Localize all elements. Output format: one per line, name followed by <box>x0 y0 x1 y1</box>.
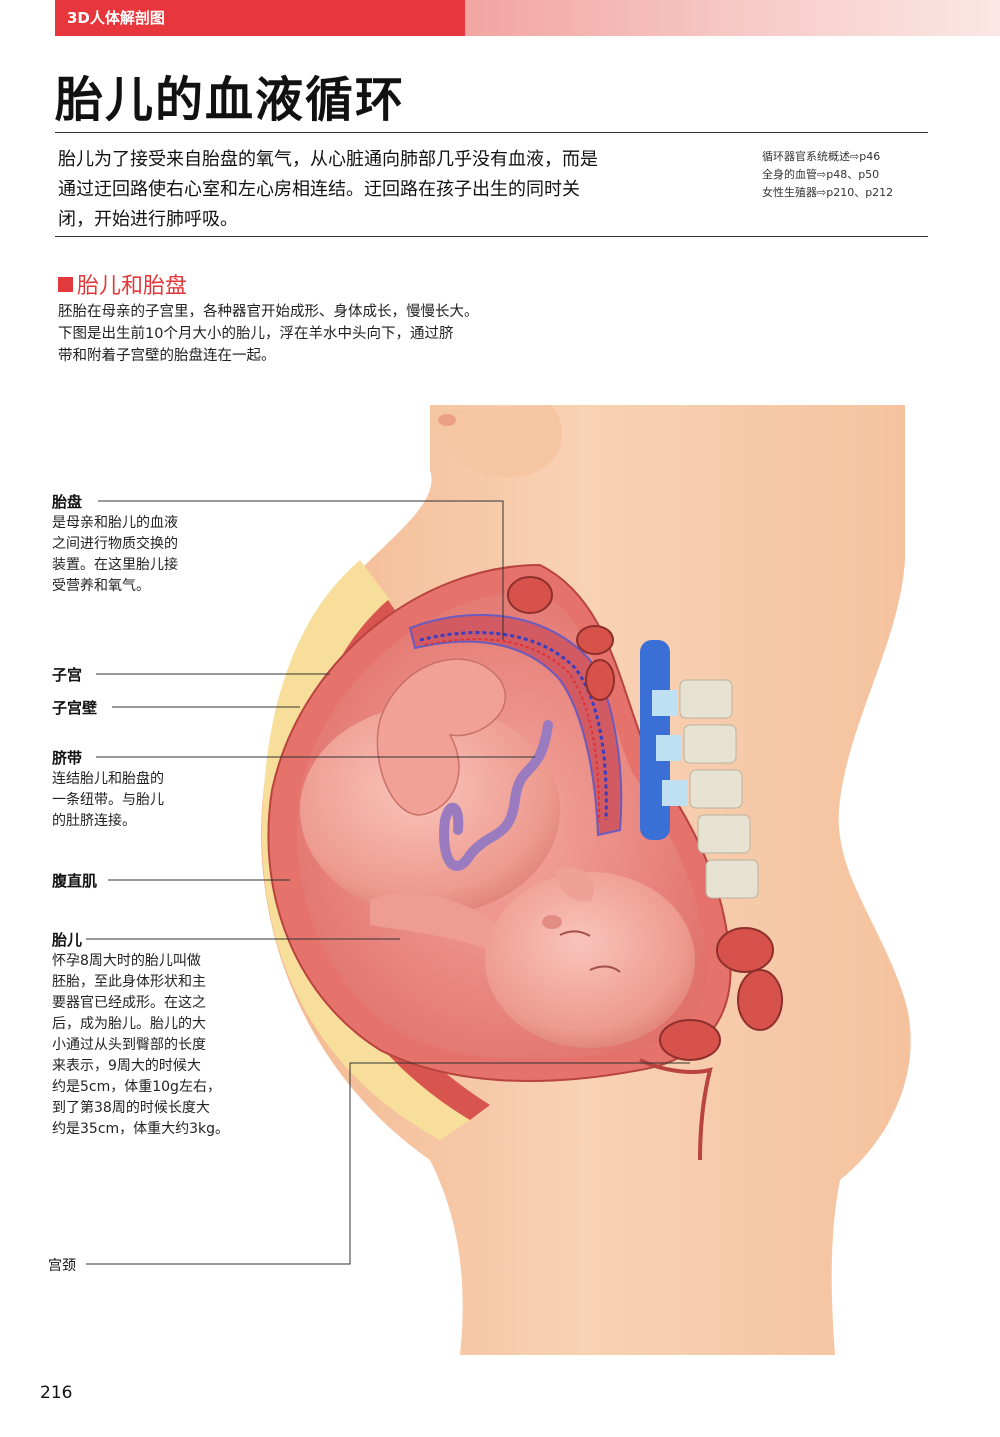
label-rectus-muscle: 腹直肌 <box>52 870 100 891</box>
fetus-eye <box>559 930 591 937</box>
page-title: 胎儿的血液循环 <box>55 72 406 128</box>
desc-line: 约是35cm，体重大约3kg。 <box>52 1121 230 1137</box>
desc-placenta: 是母亲和胎儿的血液 之间进行物质交换的 装置。在这里胎儿接 受营养和氧气。 <box>52 513 178 597</box>
bottom-rule <box>55 236 928 237</box>
section-body: 胚胎在母亲的子宫里，各种器官开始成形、身体成长，慢慢长大。 下图是出生前10个月… <box>58 301 528 367</box>
cross-references: 循环器官系统概述⇨p46 全身的血管⇨p48、p50 女性生殖器⇨p210、p2… <box>762 148 893 202</box>
desc-umbilical-cord: 连结胎儿和胎盘的 一条纽带。与胎儿 的肚脐连接。 <box>52 769 164 832</box>
header-band-fade <box>465 0 1000 36</box>
desc-line: 装置。在这里胎儿接 <box>52 557 178 573</box>
intestines <box>507 576 783 1061</box>
fetus-nose <box>542 915 562 929</box>
desc-fetus: 怀孕8周大时的胎儿叫做 胚胎，至此身体形状和主 要器官已经成形。在这之 后，成为… <box>52 951 229 1140</box>
nipple <box>438 414 456 426</box>
section-line: 下图是出生前10个月大小的胎儿，浮在羊水中头向下，通过脐 <box>58 326 454 342</box>
label-placenta: 胎盘 <box>52 491 85 512</box>
spine <box>640 640 759 899</box>
fetus-legs <box>376 658 507 816</box>
fetus-eye <box>589 965 621 973</box>
section-line: 带和附着子宫壁的胎盘连在一起。 <box>58 348 276 364</box>
section-heading-text: 胎儿和胎盘 <box>77 274 188 299</box>
label-cervix: 宫颈 <box>48 1255 78 1275</box>
top-rule <box>55 132 928 133</box>
desc-line: 一条纽带。与胎儿 <box>52 792 164 808</box>
desc-line: 怀孕8周大时的胎儿叫做 <box>52 953 201 969</box>
desc-line: 之间进行物质交换的 <box>52 536 178 552</box>
header-band-red <box>55 0 465 36</box>
label-uterine-wall: 子宫壁 <box>52 697 100 718</box>
desc-line: 后，成为胎儿。胎儿的大 <box>52 1016 206 1032</box>
intro-line: 胎儿为了接受来自胎盘的氧气，从心脏通向肺部几乎没有血液，而是 <box>58 149 598 170</box>
placenta-arteries <box>424 638 601 823</box>
label-umbilical-cord: 脐带 <box>52 747 85 768</box>
section-line: 胚胎在母亲的子宫里，各种器官开始成形、身体成长，慢慢长大。 <box>58 304 479 320</box>
breast <box>432 405 562 478</box>
leader-lines <box>86 500 690 1265</box>
header-band: 3D人体解剖图 <box>55 0 1000 36</box>
series-label: 3D人体解剖图 <box>67 9 165 27</box>
ref-link[interactable]: 女性生殖器⇨p210、p212 <box>762 186 894 199</box>
desc-line: 小通过从头到臀部的长度 <box>52 1037 206 1053</box>
desc-line: 受营养和氧气。 <box>52 578 150 594</box>
intro-text: 胎儿为了接受来自胎盘的氧气，从心脏通向肺部几乎没有血液，而是 通过迂回路使右心室… <box>58 145 698 235</box>
cervix <box>639 1058 713 1161</box>
section-heading: 胎儿和胎盘 <box>58 268 187 300</box>
umbilical-cord <box>439 720 553 871</box>
desc-line: 胚胎，至此身体形状和主 <box>52 974 206 990</box>
page-number: 216 <box>40 1383 73 1403</box>
fetus-hand <box>555 867 595 902</box>
pregnancy-cross-section-illustration <box>86 405 911 1355</box>
intro-line: 通过迂回路使右心室和左心房相连结。迂回路在孩子出生的同时关 <box>58 179 580 200</box>
desc-line: 连结胎儿和胎盘的 <box>52 771 164 787</box>
intro-line: 闭，开始进行肺呼吸。 <box>58 209 238 230</box>
ref-link[interactable]: 全身的血管⇨p48、p50 <box>762 168 880 181</box>
desc-line: 的肚脐连接。 <box>52 813 136 829</box>
label-fetus: 胎儿 <box>52 929 85 950</box>
fetus-arm <box>370 892 514 952</box>
red-square-icon <box>58 277 73 292</box>
desc-line: 是母亲和胎儿的血液 <box>52 515 178 531</box>
placenta-vessels <box>419 631 608 821</box>
placenta <box>408 613 623 837</box>
desc-line: 要器官已经成形。在这之 <box>52 995 206 1011</box>
desc-line: 到了第38周的时候长度大 <box>52 1100 210 1116</box>
desc-line: 约是5cm，体重10g左右， <box>52 1079 221 1095</box>
fetus-head <box>485 872 695 1048</box>
label-uterus: 子宫 <box>52 664 85 685</box>
ref-link[interactable]: 循环器官系统概述⇨p46 <box>762 150 881 163</box>
desc-line: 来表示，9周大的时候大 <box>52 1058 201 1074</box>
